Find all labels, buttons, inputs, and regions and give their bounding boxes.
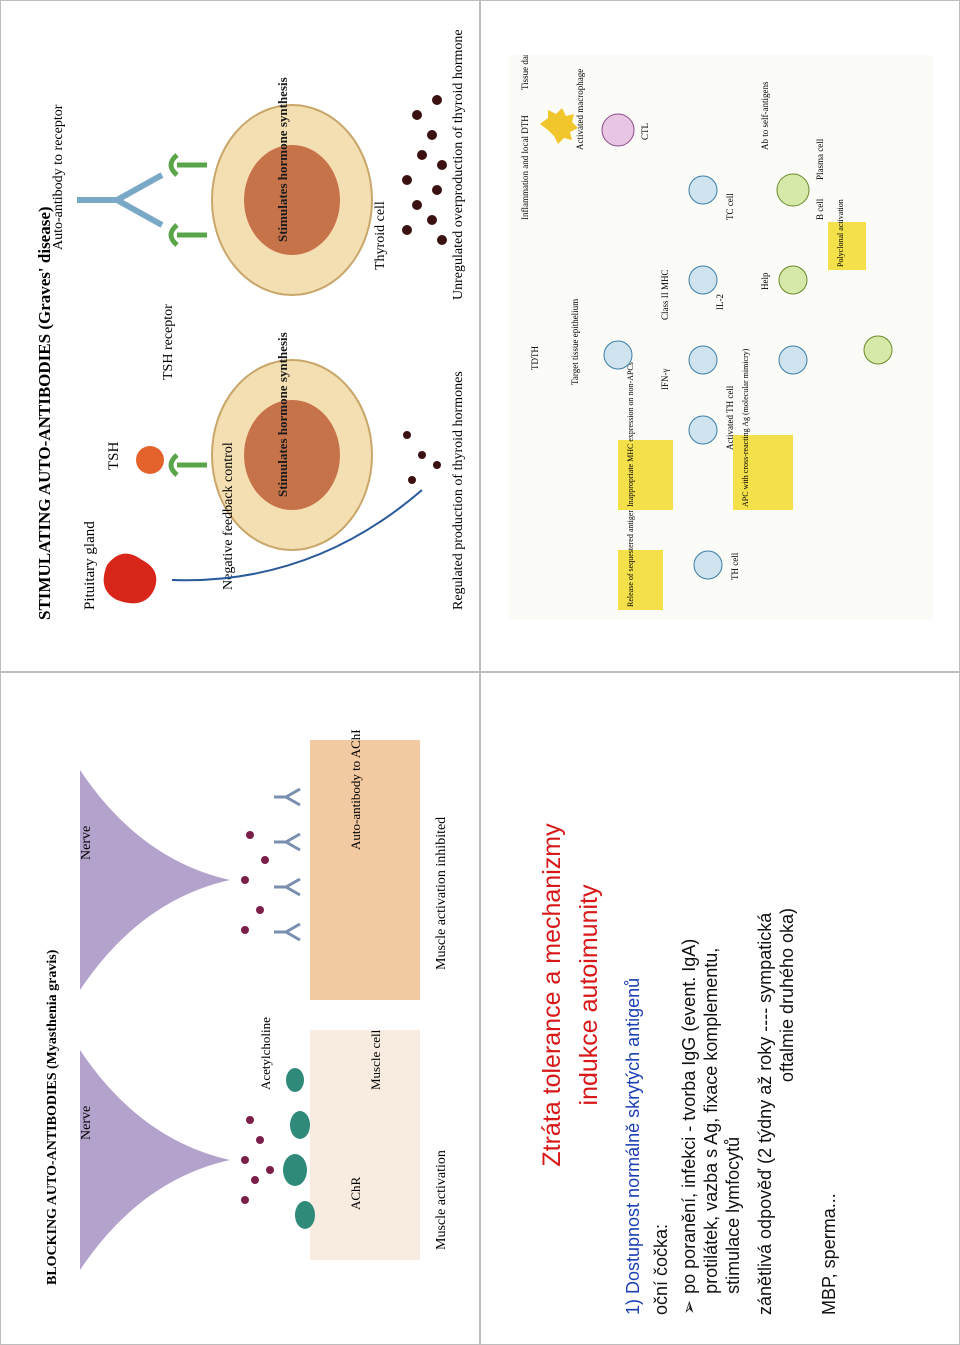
- nerve-label-left: Nerve: [79, 1106, 94, 1140]
- thyroid-cell-label: Thyroid cell: [373, 201, 388, 270]
- muscle-left: [310, 1030, 420, 1260]
- help-label: Help: [760, 272, 770, 290]
- polyclonal-label: Polyclonal activation: [836, 199, 845, 267]
- graves-diagram: STIMULATING AUTO-ANTIBODIES (Graves' dis…: [22, 30, 468, 630]
- text-slide: Ztráta tolerance a mechanizmy indukce au…: [530, 675, 930, 1315]
- slide-title-line1: Ztráta tolerance a mechanizmy: [538, 823, 566, 1167]
- muscle-right: [310, 740, 420, 1000]
- pituitary-label: Pituitary gland: [82, 521, 98, 610]
- slide-bullet-line3: stimulace lymfocytů: [723, 1136, 743, 1294]
- nerve-right: [80, 770, 230, 990]
- nerve-label-right: Nerve: [79, 826, 94, 860]
- acetylcholine-label: Acetylcholine: [258, 1017, 273, 1090]
- graves-title: STIMULATING AUTO-ANTIBODIES (Graves' dis…: [35, 206, 54, 620]
- pituitary-shape: [103, 553, 157, 604]
- ab-self-label: Ab to self-antigens: [760, 81, 770, 150]
- muscle-activation-label: Muscle activation: [434, 1150, 449, 1250]
- slide-sub: oční čočka:: [651, 1223, 671, 1315]
- tsh-molecule: [136, 446, 164, 474]
- nerve-left: [80, 1050, 230, 1270]
- tsh-receptor-right-1: [168, 223, 207, 247]
- slide-response-line2: oftalmie druhého oka): [777, 907, 797, 1083]
- tsh-receptor-right-2: [168, 153, 207, 177]
- graves-figure-frame: [0, 0, 480, 672]
- regulated-label: Regulated production of thyroid hormones: [451, 371, 466, 610]
- activation-inhibited-label: Muscle activation inhibited: [434, 817, 449, 970]
- mechanisms-diagram: Release of sequestered antigen Inappropr…: [508, 55, 933, 620]
- b-cells: [776, 173, 893, 365]
- slide-bullet: ➢ po poranění, infekci - tvorba IgG (eve…: [678, 675, 744, 1315]
- slide-heading: 1) Dostupnost normálně skrytých antigenů: [623, 977, 643, 1315]
- ctl-label: CTL: [640, 123, 650, 140]
- il2-label: IL-2: [715, 294, 725, 310]
- slide-bullet-line1: po poranění, infekci - tvorba IgG (event…: [679, 938, 699, 1294]
- nucleus-right: [244, 145, 340, 255]
- tissue-damage-label: Tissue damage: [520, 55, 530, 90]
- feedback-arrow: [171, 489, 423, 582]
- plasma-cell-label: Plasma cell: [815, 138, 825, 180]
- ctl-cell: [601, 113, 635, 147]
- tc-cell-label: TC cell: [725, 193, 735, 220]
- auto-antibody-shape: [77, 172, 164, 228]
- apc-box: [733, 435, 793, 510]
- unregulated-label: Unregulated overproduction of thyroid ho…: [451, 30, 466, 300]
- acetylcholine-dots: [241, 831, 274, 1204]
- apc-label: APC with cross-reacting Ag (molecular mi…: [741, 348, 750, 507]
- auto-antibody-label: Auto-antibody to receptor: [51, 104, 66, 250]
- tdth-label: TDTH: [530, 346, 540, 370]
- tsh-receptor-label: TSH receptor: [161, 304, 176, 380]
- tsh-receptor-left: [168, 453, 207, 477]
- inappropriate-box: [618, 440, 673, 510]
- achr-label: AChR: [348, 1176, 363, 1210]
- macrophage-shape: [540, 108, 578, 144]
- achr-receptors: [283, 1068, 315, 1229]
- slide-mbp: MBP, sperma...: [819, 1193, 839, 1315]
- muscle-cell-label: Muscle cell: [368, 1029, 383, 1090]
- class2-label: Class II MHC: [660, 269, 670, 320]
- polyclonal-box: [828, 222, 866, 270]
- inflammation-label: Inflammation and local DTH: [520, 115, 530, 220]
- b-cell-label: B cell: [815, 198, 825, 220]
- release-label: Release of sequestered antigen: [626, 509, 635, 607]
- auto-antibody-achr-label: Auto-antibody to AChR: [348, 730, 363, 850]
- t-cells: [603, 175, 808, 580]
- macrophage-label: Activated macrophage: [575, 69, 585, 150]
- th-cell-label-1: TH cell: [730, 552, 740, 580]
- inappropriate-label: Inappropriate MHC expression on non-APCs: [626, 362, 635, 507]
- tsh-label: TSH: [106, 441, 122, 470]
- arrow-bullet-icon: ➢: [679, 1299, 699, 1315]
- slide-bullet-line2: protilátek, vazba s Ag, fixace komplemen…: [701, 947, 721, 1294]
- stimulates-right: Stimulates hormone synthesis: [275, 77, 290, 242]
- hormone-dots: [402, 95, 447, 484]
- nucleus-left: [244, 400, 340, 510]
- myasthenia-diagram: BLOCKING AUTO-ANTIBODIES (Myasthenia gra…: [30, 730, 460, 1290]
- activated-th-label: Activated TH cell: [725, 385, 735, 450]
- ifn-label: IFN-γ: [660, 369, 670, 390]
- slide-response-line1: zánětlivá odpověď (2 týdny až roky ---- …: [755, 912, 775, 1315]
- slide-title-line2: indukce autoimunity: [575, 884, 603, 1106]
- release-box: [618, 550, 663, 610]
- negative-feedback-label: Negative feedback control: [221, 442, 236, 590]
- auto-antibodies: [274, 787, 301, 942]
- myasthenia-title: BLOCKING AUTO-ANTIBODIES (Myasthenia gra…: [45, 949, 60, 1285]
- target-label: Target tissue epithelium: [570, 299, 580, 385]
- stimulates-left: Stimulates hormone synthesis: [275, 332, 290, 497]
